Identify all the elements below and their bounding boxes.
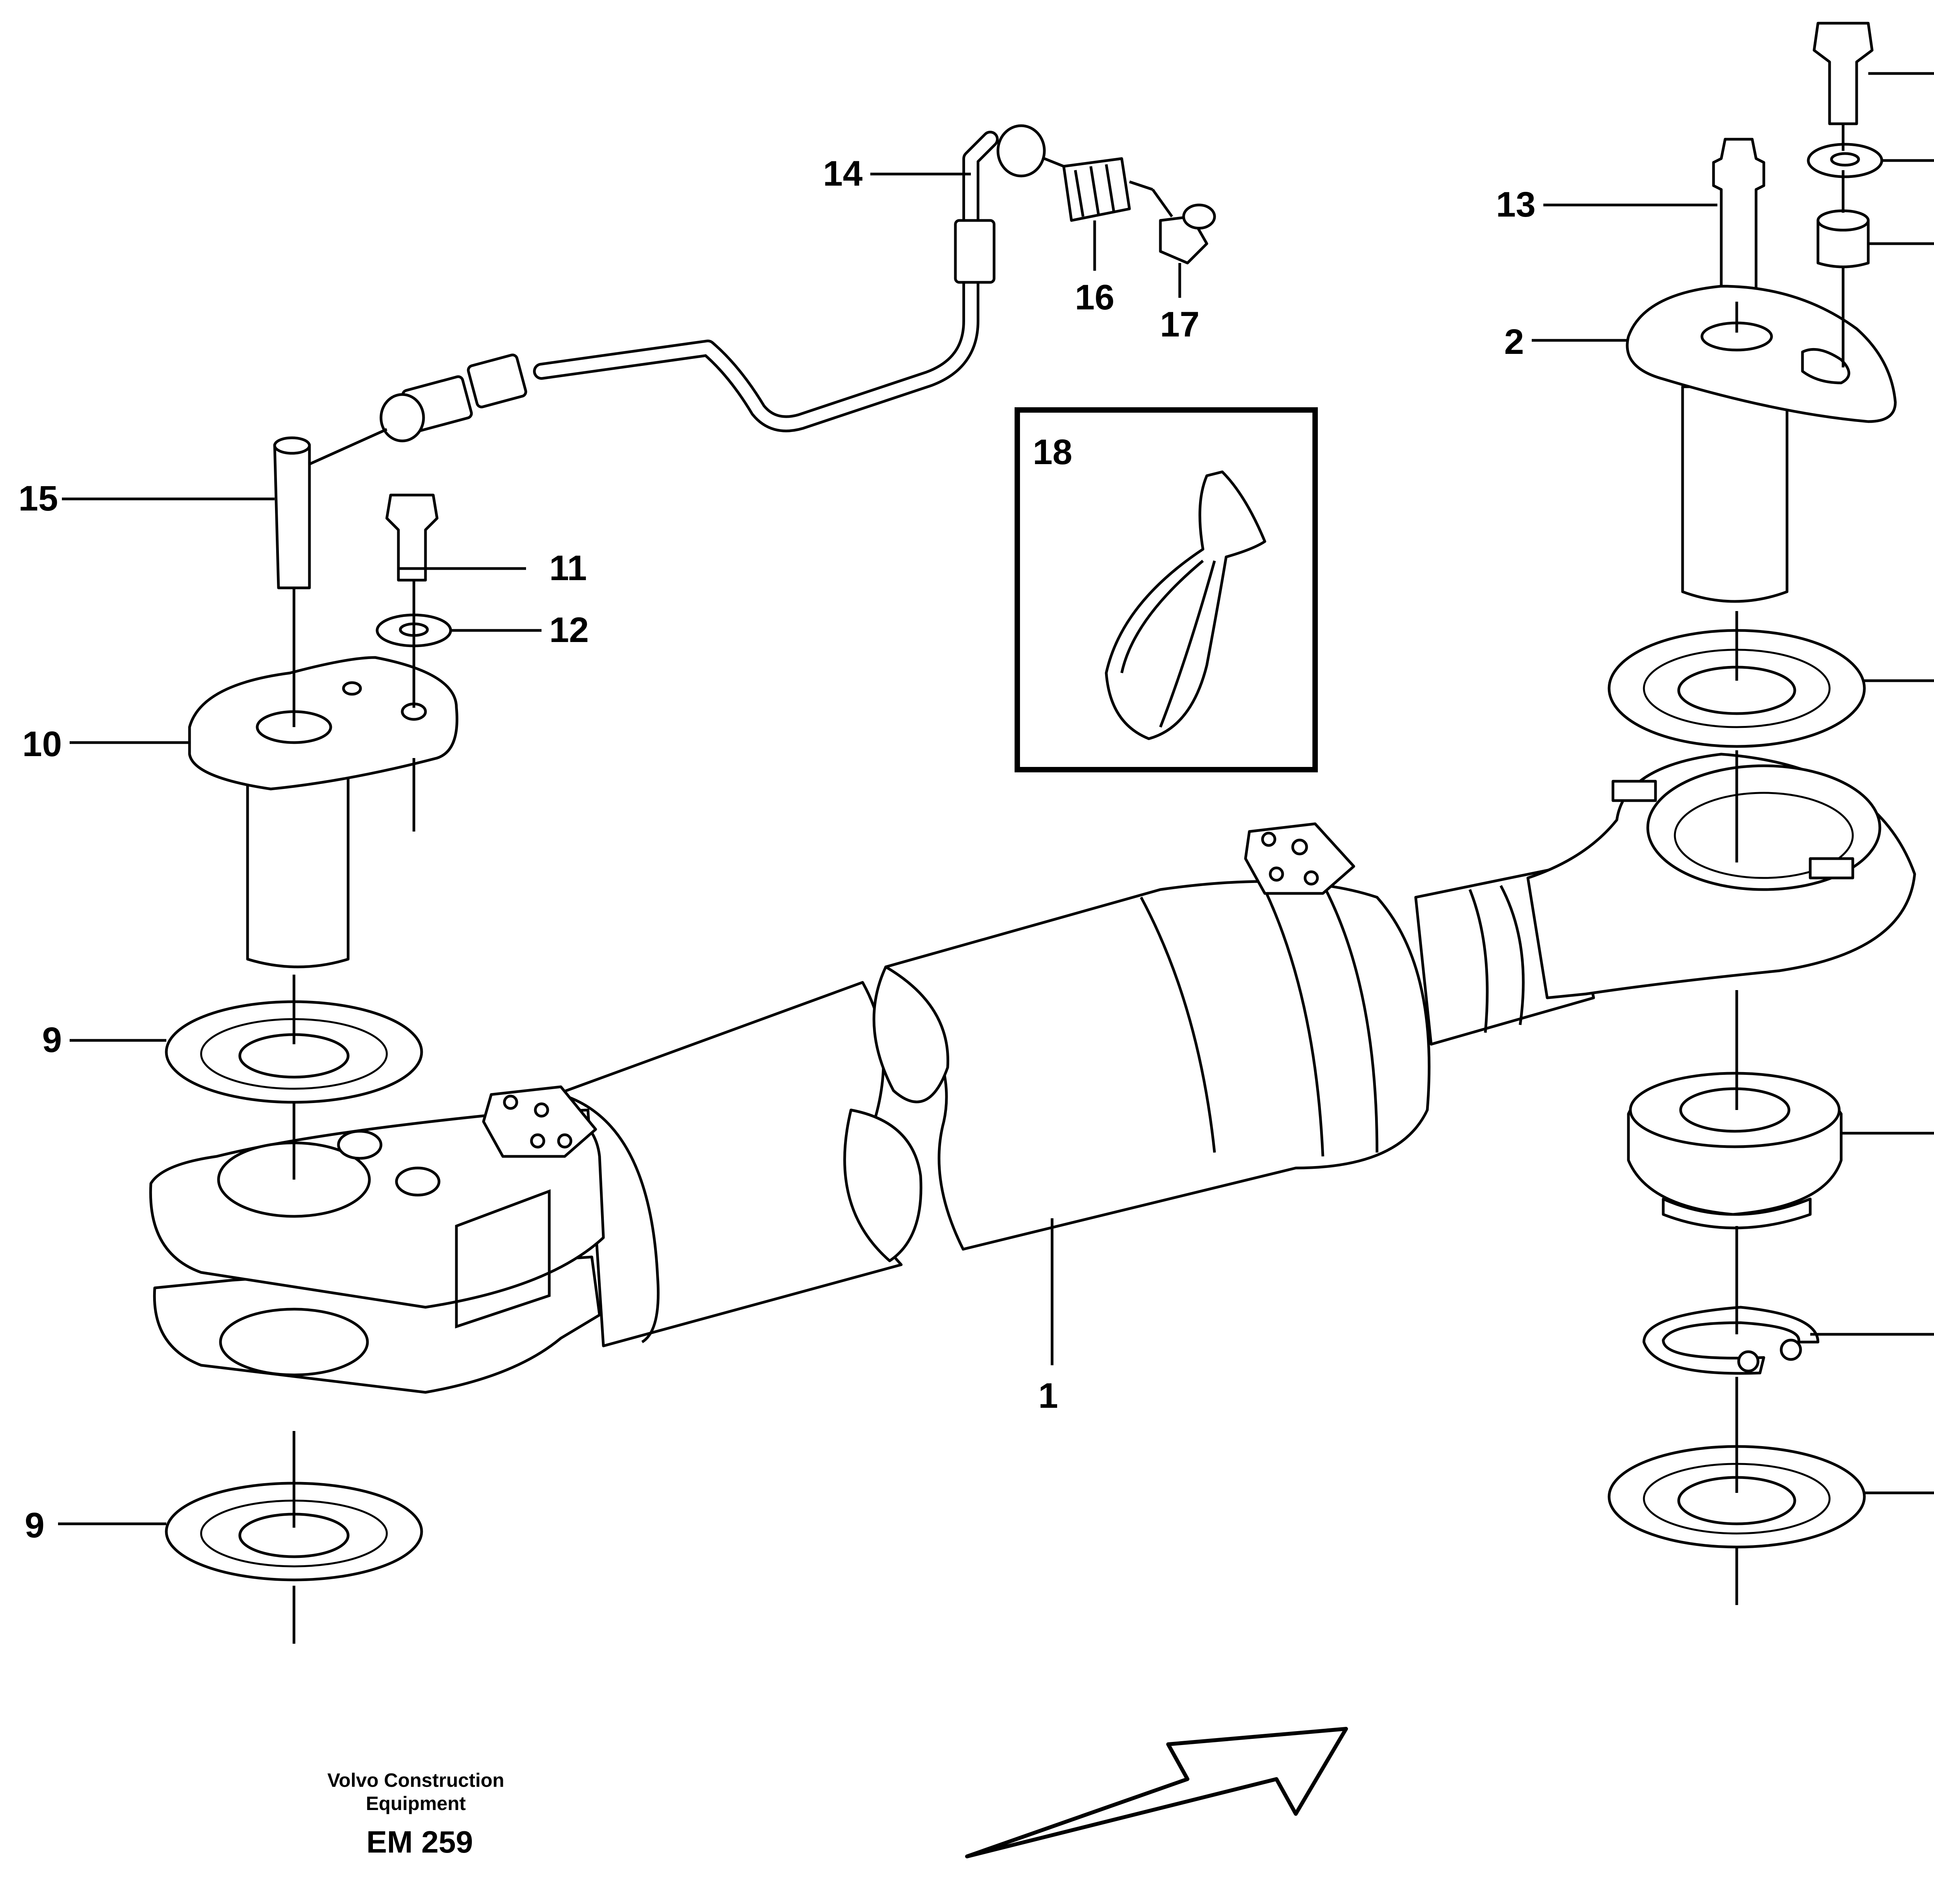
part-label-17: 17	[1160, 305, 1199, 344]
part-label-12: 12	[549, 610, 589, 650]
part-label-9b: 9	[25, 1506, 44, 1545]
adapter-16	[1062, 157, 1131, 222]
barrel-break-right	[872, 965, 950, 1103]
front-pin-parts	[1608, 22, 1897, 1605]
part-label-9a: 9	[42, 1020, 62, 1060]
bolt-5	[1813, 22, 1874, 125]
caption-company-line1: Volvo Construction	[327, 1769, 504, 1791]
part-label-16: 16	[1075, 278, 1114, 317]
part-label-10: 10	[22, 724, 62, 764]
bolt-11	[385, 494, 439, 582]
cylinder-front-barrel	[884, 880, 1431, 1251]
part-label-15: 15	[19, 479, 58, 518]
cylinder-assembly	[149, 753, 1916, 1394]
caption-company-line2: Equipment	[366, 1793, 466, 1814]
rear-pin-parts	[165, 436, 458, 1644]
cable-tie-18	[1105, 470, 1266, 740]
part-labels: 1 2 3 4 5 6 7 8 3 9 9 10 11 12 13 14 15 …	[19, 154, 1536, 1545]
pin-2-shaft	[1681, 385, 1789, 603]
part-label-13: 13	[1496, 185, 1536, 224]
part-label-14: 14	[823, 154, 863, 193]
grease-nipple-13	[1712, 138, 1765, 303]
cap-screw-head	[395, 1166, 441, 1197]
part-label-18: 18	[1033, 432, 1072, 472]
leader-lines	[58, 72, 1934, 1525]
grease-nipple-15	[273, 443, 311, 589]
front-grease-block	[1244, 822, 1355, 895]
part-label-2: 2	[1504, 322, 1524, 362]
clevis-lower-bore	[219, 1308, 369, 1376]
direction-arrow	[965, 1727, 1348, 1858]
part-label-11: 11	[549, 548, 587, 588]
circlip-8	[1642, 1306, 1820, 1375]
grease-line-parts	[309, 124, 1216, 466]
part-label-1: 1	[1038, 1376, 1058, 1416]
sleeve-4	[1816, 219, 1870, 268]
pin-10-shaft	[246, 772, 350, 968]
caption-drawing-code: EM 259	[366, 1825, 473, 1859]
cable-tie-inset	[1015, 407, 1318, 772]
pin-2-plate	[1626, 285, 1897, 423]
drawing-caption: Volvo Construction Equipment EM 259	[327, 1769, 504, 1859]
cap-screw-head	[337, 1130, 383, 1160]
barrel-break-left	[843, 1108, 923, 1262]
